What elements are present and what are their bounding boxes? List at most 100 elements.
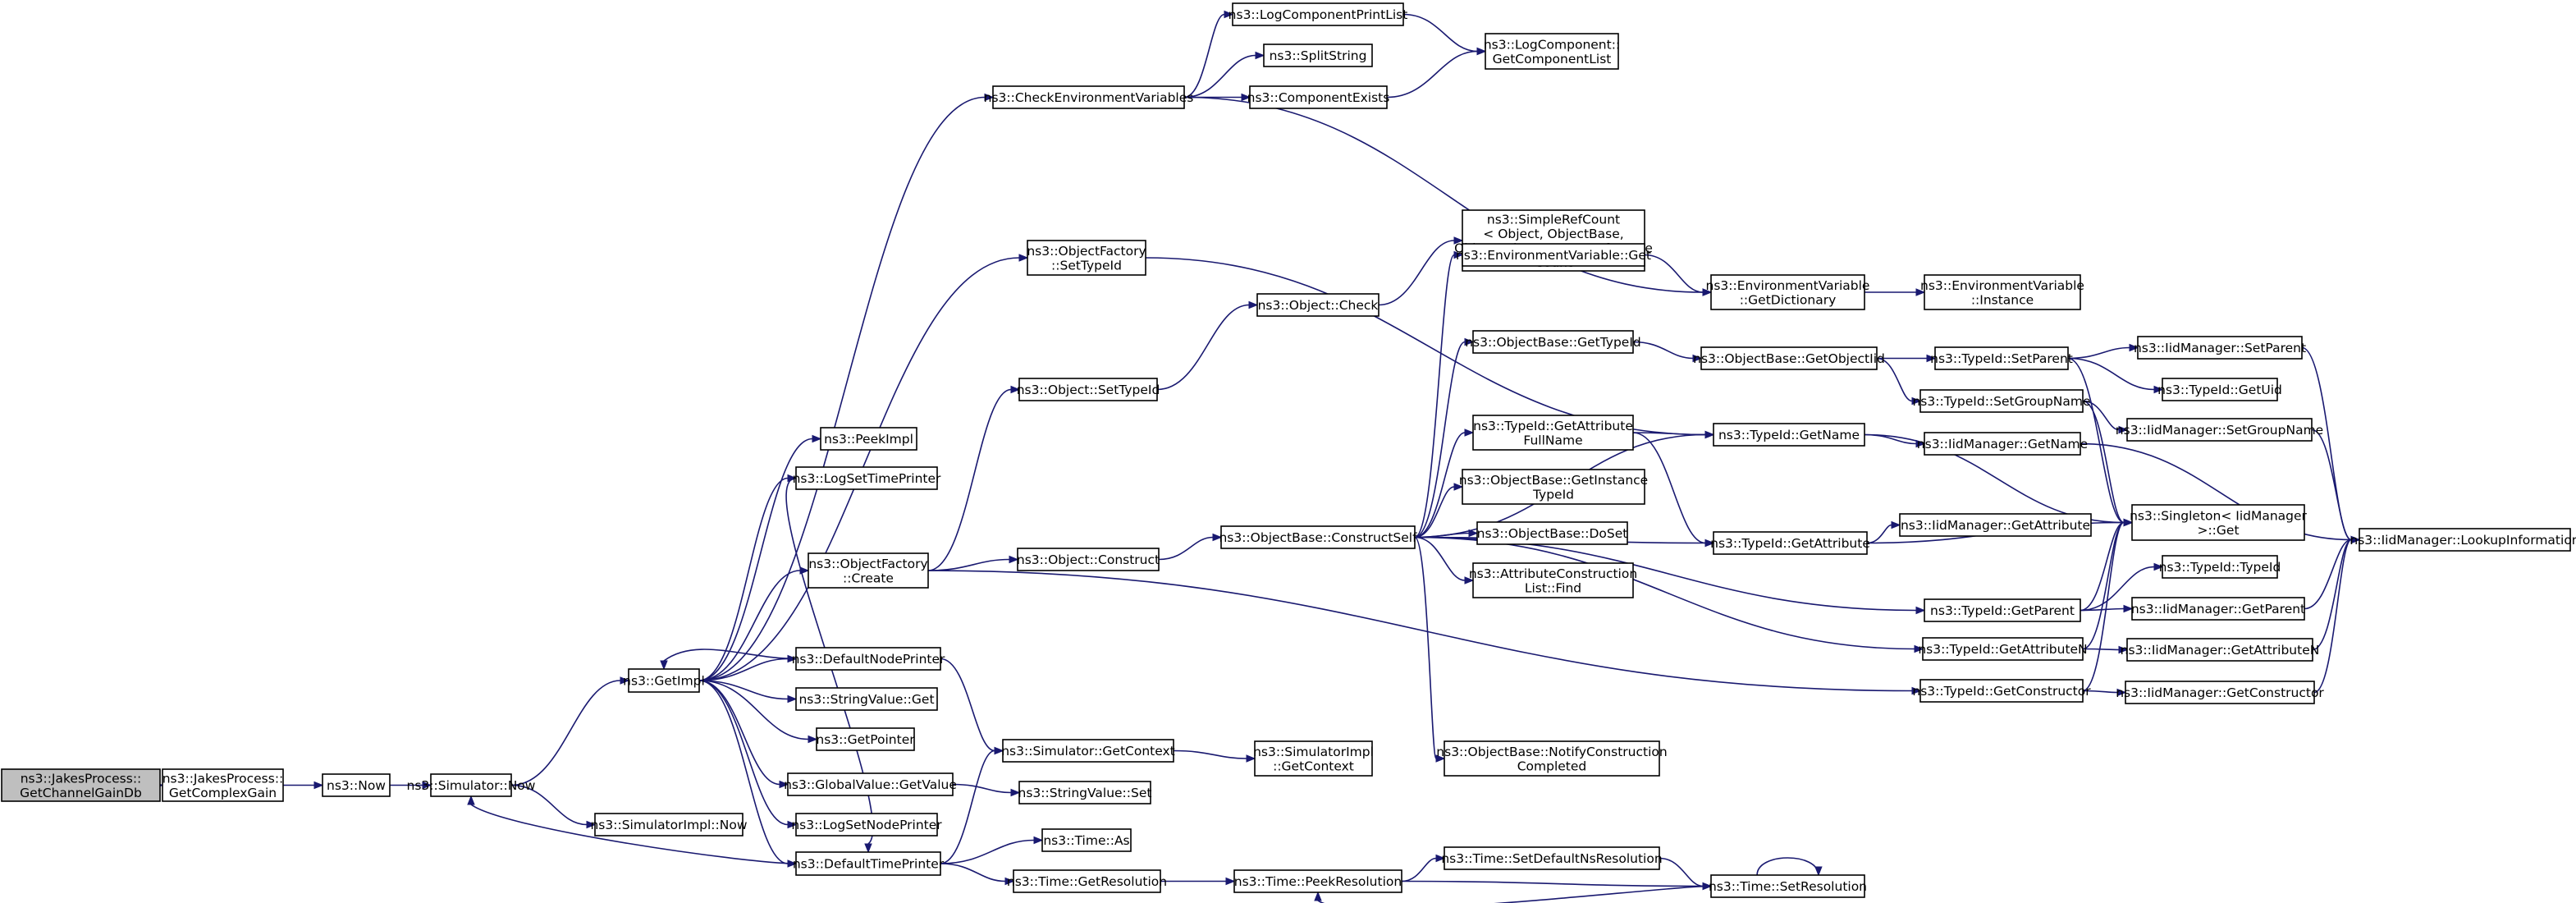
node-ns3-objectbase-notifyconstruction-completed[interactable]: ns3::ObjectBase::NotifyConstructionCompl…: [1436, 740, 1668, 777]
node-ns3-getpointer[interactable]: ns3::GetPointer: [816, 727, 915, 751]
node-ns3-componentexists[interactable]: ns3::ComponentExists: [1247, 85, 1390, 109]
node-ns3-logcomponentprintlist[interactable]: ns3::LogComponentPrintList: [1229, 2, 1408, 26]
node-ns3-typeid-typeid[interactable]: ns3::TypeId::TypeId: [2159, 555, 2281, 579]
node-ns3-globalvalue-getvalue[interactable]: ns3::GlobalValue::GetValue: [784, 772, 957, 796]
node-box: [1710, 274, 1865, 310]
node-ns3-jakesprocess-getchannelgaindb[interactable]: ns3::JakesProcess::GetChannelGainDb: [1, 768, 161, 802]
node-label: ns3::JakesProcess::: [21, 771, 142, 786]
node-ns3-simulator-getcontext[interactable]: ns3::Simulator::GetContext: [1001, 739, 1175, 763]
node-ns3-logsettimeprinter[interactable]: ns3::LogSetTimePrinter: [793, 466, 941, 490]
node-ns3-environmentvariable-get[interactable]: ns3::EnvironmentVariable::Get: [1456, 243, 1651, 267]
node-ns3-simulator-now[interactable]: ns3::Simulator::Now: [407, 773, 536, 797]
node-ns3-iidmanager-setparent[interactable]: ns3::IidManager::SetParent: [2134, 336, 2306, 360]
node-box: [820, 427, 917, 451]
edge-n4-n13: [698, 680, 809, 740]
edge-n4-n11: [698, 658, 789, 681]
node-label: ns3::Time::GetResolution: [1007, 874, 1167, 889]
node-ns3-typeid-getuid[interactable]: ns3::TypeId::GetUid: [2157, 378, 2282, 401]
edge-arrowhead: [787, 694, 798, 704]
node-label: ns3::LogSetNodePrinter: [791, 818, 942, 832]
node-ns3-objectbase-getobjectiid[interactable]: ns3::ObjectBase::GetObjectIid: [1693, 346, 1885, 370]
edge-n28-n33: [1414, 341, 1466, 539]
node-ns3-environmentvariable-getdictionary[interactable]: ns3::EnvironmentVariable::GetDictionary: [1706, 274, 1870, 310]
edge-arrowhead: [2123, 604, 2134, 613]
node-ns3-objectbase-gettypeid[interactable]: ns3::ObjectBase::GetTypeId: [1465, 330, 1641, 354]
node-ns3-typeid-getparent[interactable]: ns3::TypeId::GetParent: [1924, 598, 2081, 622]
node-box: [2126, 418, 2313, 442]
edge-n30-n44: [1401, 880, 1704, 887]
node-label: ns3::SimulatorImpl::Now: [590, 818, 747, 832]
node-box: [1444, 740, 1660, 777]
node-box: [1027, 240, 1146, 276]
node-ns3-object-construct[interactable]: ns3::Object::Construct: [1017, 548, 1160, 571]
node-ns3-peekimpl[interactable]: ns3::PeekImpl: [820, 427, 917, 451]
node-label: TypeId: [1532, 487, 1574, 502]
node-ns3-splitstring[interactable]: ns3::SplitString: [1263, 44, 1373, 67]
edge-arrowhead: [2118, 425, 2129, 434]
node-ns3-typeid-getattribute[interactable]: ns3::TypeId::GetAttribute: [1710, 531, 1870, 555]
node-box: [1018, 781, 1151, 804]
node-ns3-iidmanager-getconstructor[interactable]: ns3::IidManager::GetConstructor: [2116, 681, 2324, 704]
node-ns3-typeid-getconstructor[interactable]: ns3::TypeId::GetConstructor: [1912, 679, 2091, 703]
edge-arrowhead: [2116, 688, 2127, 697]
node-label: ns3::Now: [327, 778, 386, 793]
node-label: ns3::Object::SetTypeId: [1017, 383, 1160, 397]
node-ns3-iidmanager-getattributen[interactable]: ns3::IidManager::GetAttributeN: [2121, 638, 2320, 662]
node-ns3-objectfactory-settypeid[interactable]: ns3::ObjectFactory::SetTypeId: [1027, 240, 1146, 276]
node-ns3-singleton-iidmanager-get[interactable]: ns3::Singleton< IidManager>::Get: [2130, 504, 2308, 541]
node-label: ns3::ComponentExists: [1247, 90, 1390, 105]
node-label: Completed: [1517, 759, 1587, 773]
node-ns3-typeid-getattributen[interactable]: ns3::TypeId::GetAttributeN: [1918, 637, 2088, 661]
node-ns3-defaultnodeprinter[interactable]: ns3::DefaultNodePrinter: [792, 647, 945, 671]
node-ns3-time-setdefaultnsresolution[interactable]: ns3::Time::SetDefaultNsResolution: [1441, 846, 1663, 870]
node-ns3-stringvalue-set[interactable]: ns3::StringValue::Set: [1018, 781, 1152, 804]
node-ns3-iidmanager-getname[interactable]: ns3::IidManager::GetName: [1917, 432, 2088, 456]
node-label: ns3::DefaultNodePrinter: [792, 652, 945, 667]
edge-arrowhead: [1704, 430, 1715, 439]
node-label: GetComplexGain: [169, 786, 277, 800]
edge-n28-n37: [1414, 536, 1466, 581]
node-ns3-checkenvironmentvariables[interactable]: ns3::CheckEnvironmentVariables: [984, 85, 1194, 109]
edge-n10-n53: [927, 570, 1913, 692]
node-ns3-simulatorimpl-now[interactable]: ns3::SimulatorImpl::Now: [590, 813, 748, 837]
node-ns3-iidmanager-getattribute[interactable]: ns3::IidManager::GetAttribute: [1899, 513, 2092, 537]
node-ns3-object-check[interactable]: ns3::Object::Check: [1256, 293, 1380, 317]
edge-n54-n61: [2301, 346, 2352, 541]
node-ns3-iidmanager-setgroupname[interactable]: ns3::IidManager::SetGroupName: [2116, 418, 2323, 442]
edge-n6-n17: [1183, 13, 1225, 99]
node-box: [816, 727, 915, 751]
node-ns3-defaulttimeprinter[interactable]: ns3::DefaultTimePrinter: [793, 851, 945, 876]
node-ns3-getimpl[interactable]: ns3::GetImpl: [623, 668, 705, 693]
node-label: FullName: [1523, 433, 1582, 447]
node-ns3-time-getresolution[interactable]: ns3::Time::GetResolution: [1007, 869, 1167, 893]
node-ns3-stringvalue-get[interactable]: ns3::StringValue::Get: [795, 687, 938, 711]
node-ns3-typeid-getname[interactable]: ns3::TypeId::GetName: [1713, 423, 1865, 447]
node-ns3-object-settypeid[interactable]: ns3::Object::SetTypeId: [1017, 378, 1160, 401]
node-ns3-typeid-setgroupname[interactable]: ns3::TypeId::SetGroupName: [1912, 389, 2091, 413]
node-ns3-iidmanager-getparent[interactable]: ns3::IidManager::GetParent: [2131, 597, 2305, 621]
edge-n32-n40: [1644, 254, 1704, 293]
node-label: ns3::PeekImpl: [824, 432, 913, 447]
node-ns3-logsetnodeprinter[interactable]: ns3::LogSetNodePrinter: [791, 813, 942, 837]
node-ns3-objectbase-doset[interactable]: ns3::ObjectBase::DoSet: [1476, 521, 1628, 545]
node-ns3-time-peekresolution[interactable]: ns3::Time::PeekResolution: [1233, 869, 1402, 893]
node-ns3-iidmanager-lookupinformation[interactable]: ns3::IidManager::LookupInformation: [2350, 528, 2576, 552]
node-box: [1, 768, 161, 802]
node-ns3-time-as[interactable]: ns3::Time::As: [1041, 828, 1132, 852]
node-ns3-objectfactory-create[interactable]: ns3::ObjectFactory::Create: [808, 552, 929, 589]
node-ns3-objectbase-constructself[interactable]: ns3::ObjectBase::ConstructSelf: [1219, 525, 1417, 549]
node-ns3-simulatorimpl-getcontext[interactable]: ns3::SimulatorImpl::GetContext: [1253, 740, 1374, 777]
node-label: GetChannelGainDb: [20, 786, 142, 800]
node-ns3-now[interactable]: ns3::Now: [322, 773, 391, 797]
node-ns3-environmentvariable-instance[interactable]: ns3::EnvironmentVariable::Instance: [1920, 274, 2084, 310]
edge-arrowhead: [1010, 385, 1021, 394]
node-ns3-typeid-setparent[interactable]: ns3::TypeId::SetParent: [1930, 346, 2073, 370]
node-box: [787, 772, 954, 796]
node-ns3-time-setresolution[interactable]: ns3::Time::SetResolution: [1709, 874, 1867, 898]
node-ns3-jakesprocess-getcomplexgain[interactable]: ns3::JakesProcess::GetComplexGain: [162, 768, 284, 802]
node-label: ns3::GlobalValue::GetValue: [784, 777, 957, 792]
node-ns3-logcomponent-getcomponentlist[interactable]: ns3::LogComponent::GetComponentList: [1484, 33, 1620, 70]
